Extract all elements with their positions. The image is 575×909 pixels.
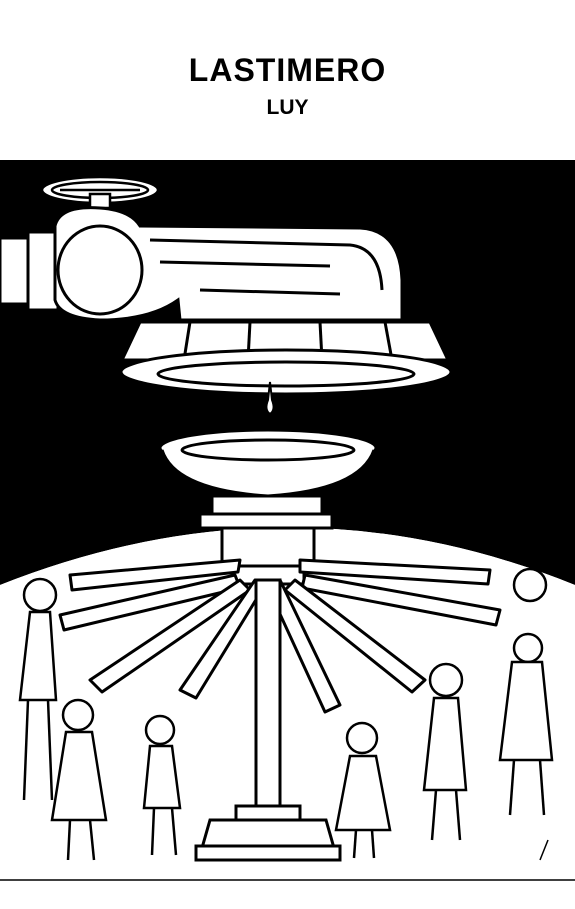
ground-hatching bbox=[0, 839, 575, 881]
faucet-collar bbox=[119, 320, 453, 396]
ground bbox=[0, 527, 575, 909]
child-figure-left-1 bbox=[18, 577, 58, 801]
child-figure-right-1 bbox=[422, 662, 468, 841]
child-figure-center-right bbox=[334, 721, 392, 859]
faucet-valve-wheel bbox=[40, 175, 160, 210]
cartoon-illustration bbox=[0, 160, 575, 909]
fountain-column bbox=[198, 494, 334, 586]
child-figure-center-left bbox=[142, 714, 182, 856]
water-drop bbox=[265, 381, 275, 416]
fountain-pole bbox=[194, 578, 342, 862]
cartoon-author: LUY bbox=[266, 96, 309, 119]
basin-bowl bbox=[158, 428, 378, 498]
giant-faucet bbox=[0, 206, 404, 322]
cartoon-title: LASTIMERO bbox=[188, 52, 387, 88]
child-figure-right-2 bbox=[498, 567, 554, 816]
cartoon-header: LASTIMERO LUY bbox=[0, 0, 575, 160]
child-figure-left-2 bbox=[50, 698, 108, 861]
